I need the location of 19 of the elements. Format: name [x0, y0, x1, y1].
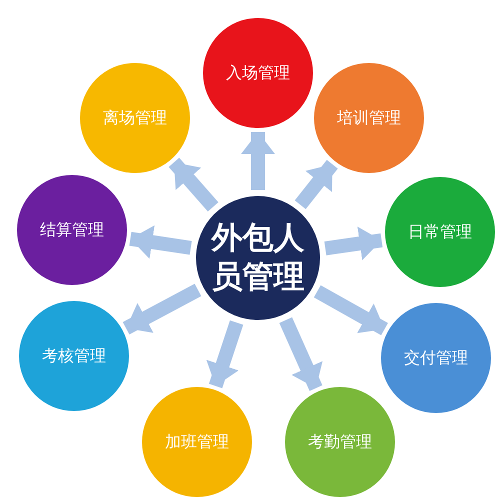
- circle-label: 外包人员管理: [210, 219, 306, 297]
- circle-label: 日常管理: [408, 221, 472, 243]
- circle-label: 考核管理: [42, 345, 106, 367]
- block-arrow: [324, 226, 383, 260]
- block-arrow: [206, 320, 244, 388]
- circle-label: 入场管理: [226, 62, 290, 84]
- block-arrow: [129, 225, 192, 259]
- block-arrow: [241, 132, 275, 190]
- circle-label: 加班管理: [165, 431, 229, 453]
- circle-label: 离场管理: [103, 107, 167, 129]
- block-arrow: [279, 317, 323, 391]
- circle-label: 考勤管理: [308, 431, 372, 453]
- circle-label: 交付管理: [404, 347, 468, 369]
- block-arrow: [168, 158, 218, 212]
- circle-label: 结算管理: [40, 219, 104, 241]
- block-arrow: [294, 160, 338, 210]
- circle-label: 培训管理: [337, 107, 401, 129]
- block-arrow: [122, 284, 202, 334]
- block-arrow: [314, 285, 388, 336]
